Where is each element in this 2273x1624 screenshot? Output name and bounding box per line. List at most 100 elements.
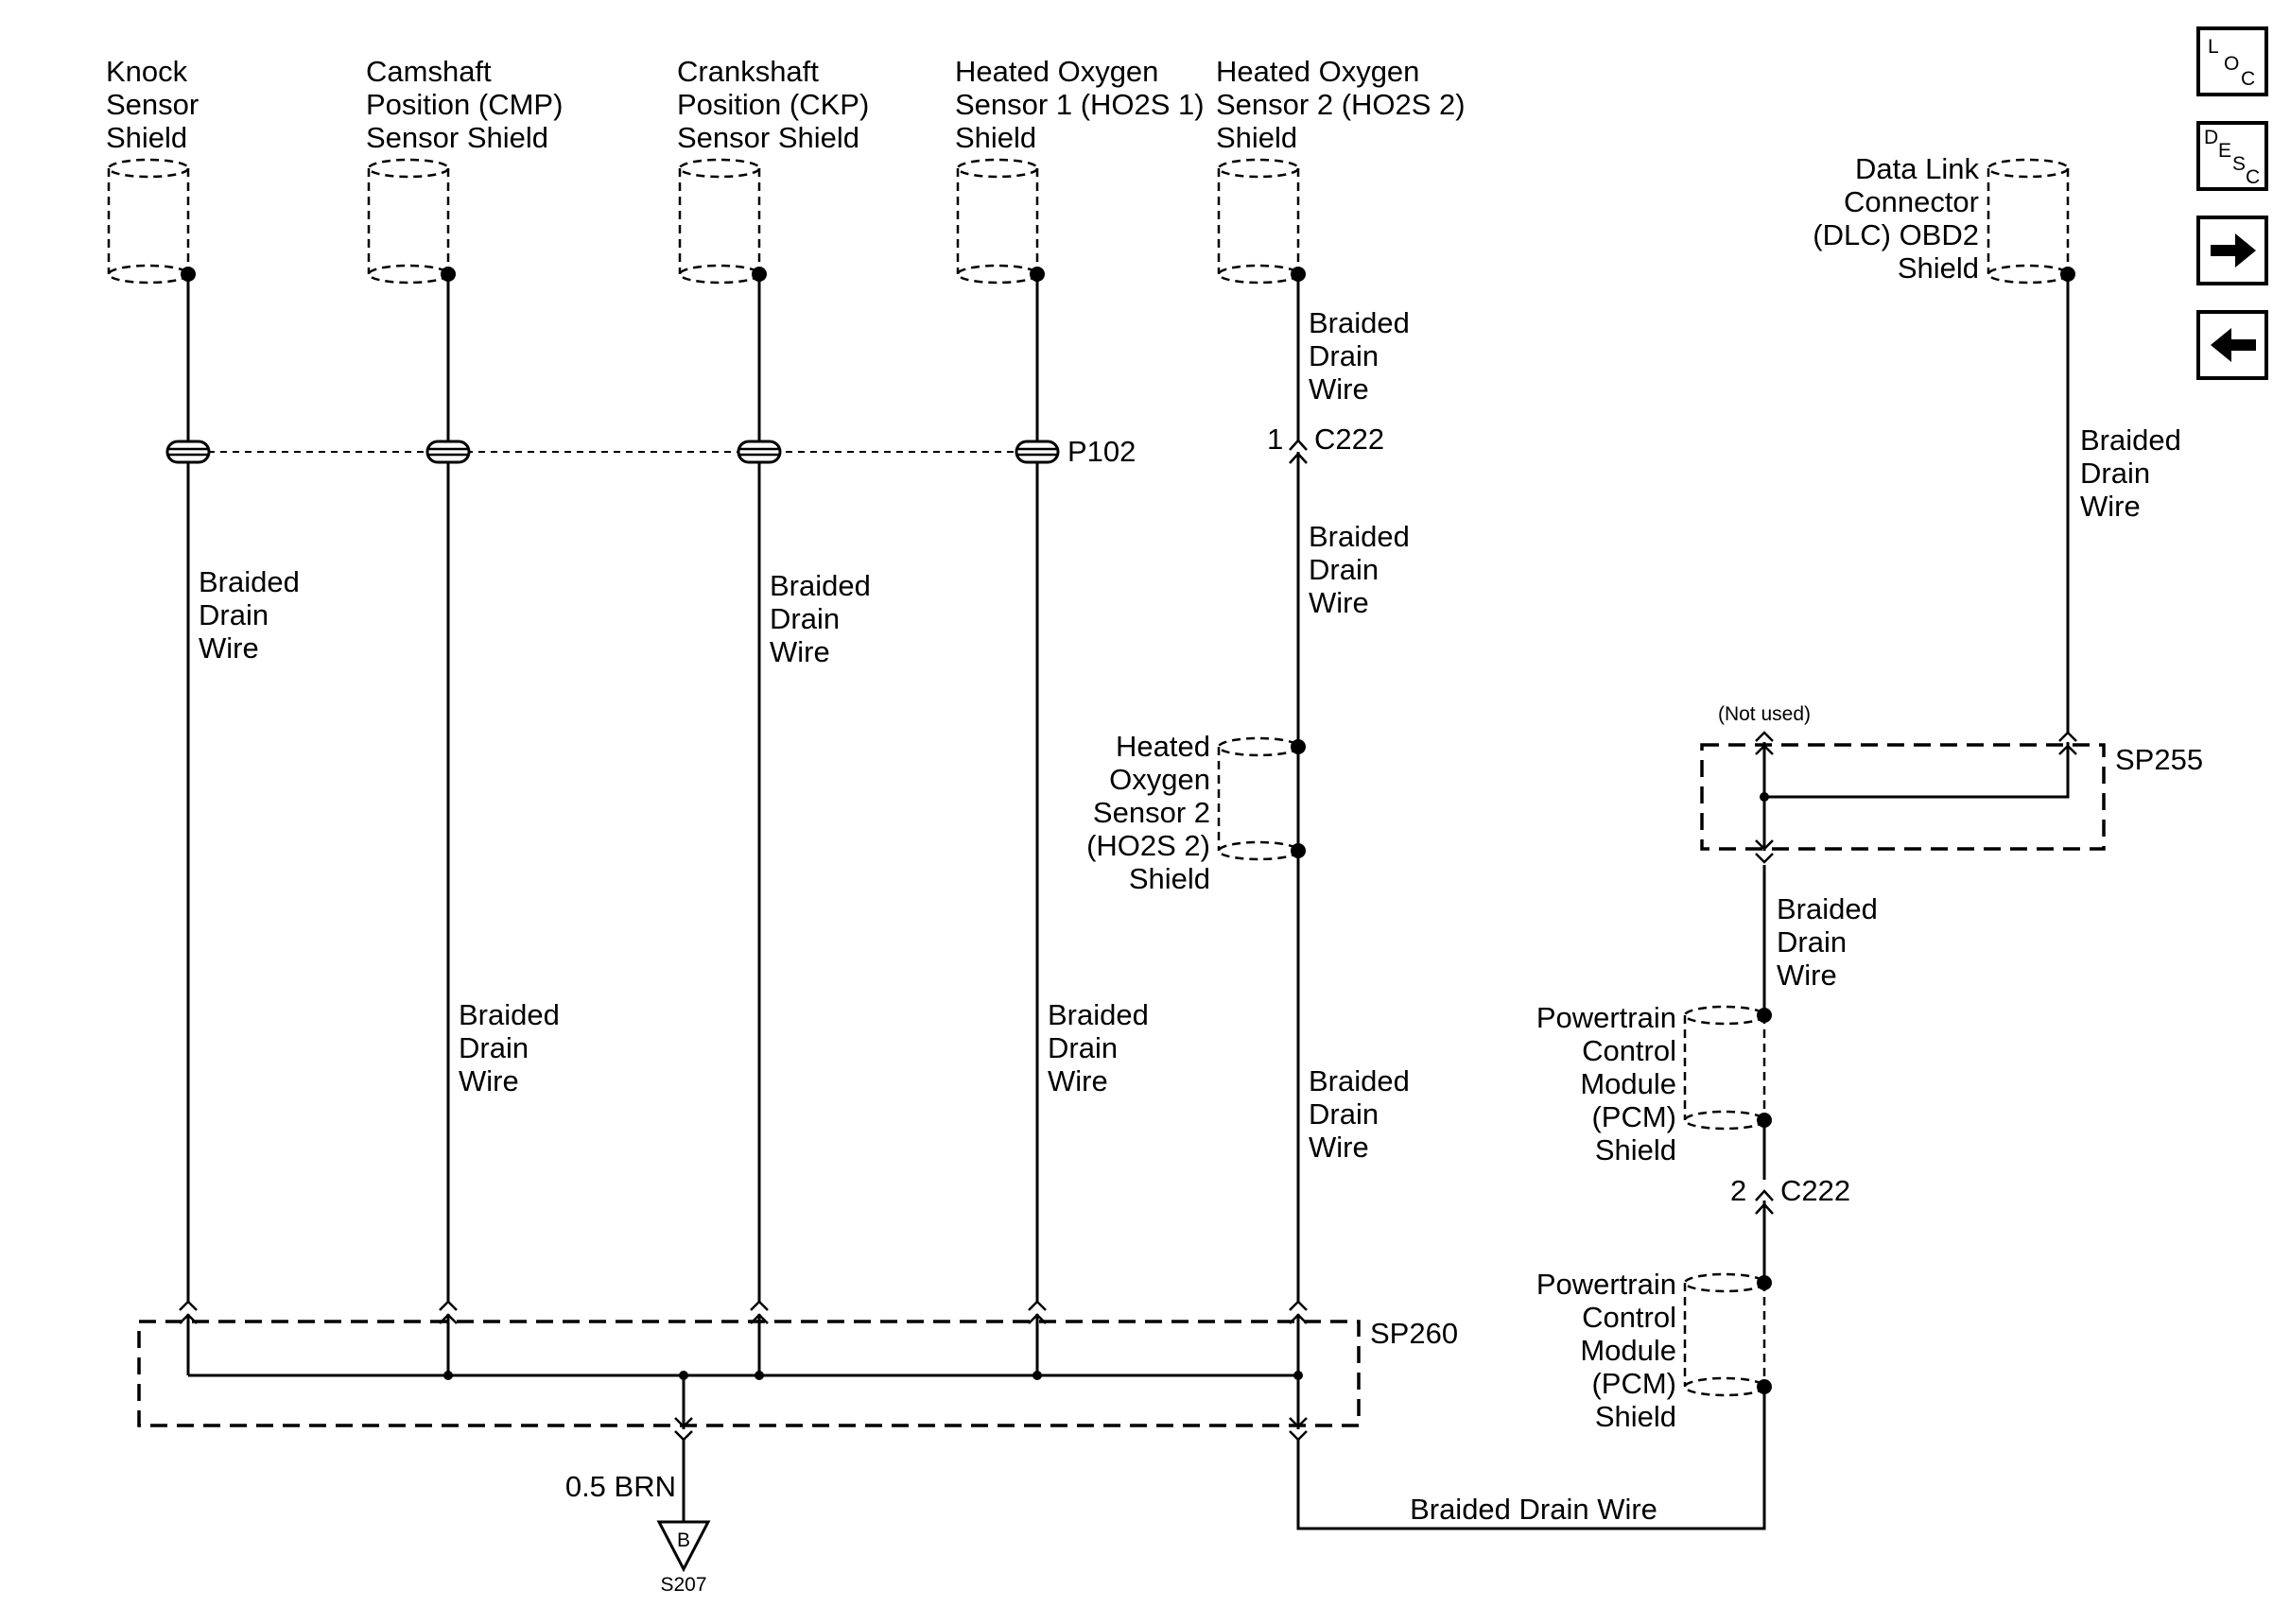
- label-line: Shield: [1129, 862, 1210, 895]
- wire-label: Braided Drain Wire: [1048, 998, 1149, 1097]
- label-line: Heated: [1116, 730, 1210, 763]
- label-line: Wire: [770, 635, 830, 668]
- label-line: Drain: [1048, 1031, 1118, 1064]
- sp260-splice-box: [137, 1320, 1361, 1427]
- label-line: Camshaft: [366, 55, 492, 88]
- label-line: Drain: [199, 598, 269, 631]
- ho2s2-mid-shield-label: Heated Oxygen Sensor 2 (HO2S 2) Shield: [1086, 730, 1210, 895]
- c222-connector-pin-1: [1289, 439, 1308, 464]
- wire-label: Braided Drain Wire: [770, 569, 871, 668]
- terminal-dot: [181, 267, 196, 282]
- label-line: Wire: [1309, 586, 1369, 619]
- label-line: Module: [1580, 1334, 1676, 1367]
- terminal-dot: [1291, 267, 1306, 282]
- bottom-drain-wire: [1296, 1387, 1766, 1530]
- dlc-shield-label: Data Link Connector (DLC) OBD2 Shield: [1813, 152, 1979, 285]
- label-line: Wire: [1777, 959, 1837, 992]
- arrow-right-icon: [2211, 233, 2256, 268]
- label-line: Braided: [459, 998, 560, 1031]
- terminal-dot: [1291, 739, 1306, 754]
- label-line: Drain: [2080, 457, 2150, 490]
- label-line: Shield: [1595, 1400, 1676, 1433]
- desc-letter: S: [2232, 153, 2246, 175]
- ho2s2-top-shield-label: Heated Oxygen Sensor 2 (HO2S 2) Shield: [1216, 55, 1466, 154]
- desc-letter: D: [2204, 127, 2218, 148]
- bottom-wire-label: Braided Drain Wire: [1410, 1493, 1657, 1526]
- label-line: Shield: [1898, 251, 1979, 285]
- sp255-not-used-note: (Not used): [1718, 703, 1811, 725]
- c222-label: C222: [1314, 423, 1384, 456]
- label-line: Module: [1580, 1067, 1676, 1100]
- label-line: Braided: [770, 569, 871, 602]
- label-line: Shield: [1595, 1133, 1676, 1166]
- pcm-lower-shield-label: Powertrain Control Module (PCM) Shield: [1536, 1268, 1676, 1433]
- connector-chevrons: [179, 1300, 1308, 1442]
- inline-connector-symbol: [737, 440, 782, 464]
- terminal-dot: [1291, 843, 1306, 858]
- label-line: Braided: [1309, 1064, 1410, 1097]
- label-line: Connector: [1844, 185, 1979, 218]
- wire-label: Braided Drain Wire: [1309, 520, 1410, 619]
- label-line: Sensor: [106, 88, 199, 121]
- junction-dot: [1760, 792, 1769, 802]
- label-line: (HO2S 2): [1086, 829, 1210, 862]
- ho2s1-shield-label: Heated Oxygen Sensor 1 (HO2S 1) Shield: [955, 55, 1205, 154]
- label-line: Wire: [1309, 1131, 1369, 1164]
- terminal-dot: [1757, 1379, 1772, 1394]
- label-line: Position (CMP): [366, 88, 563, 121]
- junction-dot: [1293, 1371, 1303, 1380]
- label-line: Braided: [1309, 306, 1410, 339]
- label-line: Shield: [106, 121, 187, 154]
- inline-connector-symbol: [425, 440, 471, 464]
- label-line: Sensor Shield: [366, 121, 548, 154]
- loc-button[interactable]: L O C: [2196, 26, 2268, 96]
- shield-symbol: [1683, 1005, 1766, 1131]
- label-line: Braided: [2080, 423, 2181, 457]
- wire-label: Braided Drain Wire: [199, 565, 300, 665]
- label-line: Position (CKP): [677, 88, 869, 121]
- ground-id: S207: [660, 1574, 706, 1596]
- desc-button[interactable]: D E S C: [2196, 121, 2268, 191]
- label-line: Drain: [1309, 553, 1379, 586]
- arrow-left-icon: [2211, 328, 2256, 362]
- shield-symbol: [367, 158, 450, 285]
- forward-button[interactable]: [2196, 216, 2268, 285]
- loc-letter: C: [2241, 68, 2255, 90]
- label-line: Oxygen: [1109, 763, 1210, 796]
- c222-pin-number: 2: [1730, 1174, 1746, 1207]
- label-line: Wire: [2080, 490, 2141, 523]
- junction-dot: [443, 1371, 453, 1380]
- label-line: Sensor Shield: [677, 121, 859, 154]
- label-line: Control: [1582, 1034, 1676, 1067]
- wire-label: Braided Drain Wire: [1309, 1064, 1410, 1164]
- c222-pin-number: 1: [1267, 423, 1283, 456]
- label-line: Wire: [459, 1064, 519, 1097]
- wire-label: Braided Drain Wire: [1777, 892, 1878, 992]
- knock-sensor-shield-label: Knock Sensor Shield: [106, 55, 199, 154]
- back-button[interactable]: [2196, 310, 2268, 380]
- label-line: Knock: [106, 55, 188, 88]
- terminal-dot: [752, 267, 767, 282]
- terminal-dot: [1030, 267, 1045, 282]
- label-line: Drain: [1777, 925, 1847, 959]
- ground-symbol: B: [656, 1520, 711, 1573]
- label-line: Sensor 2: [1093, 796, 1210, 829]
- terminal-dot: [441, 267, 456, 282]
- terminal-dot: [1757, 1113, 1772, 1128]
- shield-symbol: [1217, 736, 1300, 861]
- label-line: Shield: [1216, 121, 1297, 154]
- label-line: Shield: [955, 121, 1036, 154]
- label-line: Wire: [1309, 372, 1369, 406]
- c222-label: C222: [1780, 1174, 1850, 1207]
- c222-connector-pin-2: [1755, 1189, 1774, 1215]
- label-line: Braided: [1309, 520, 1410, 553]
- label-line: Braided: [199, 565, 300, 598]
- label-line: Braided: [1048, 998, 1149, 1031]
- junction-dot: [679, 1371, 688, 1380]
- label-line: Wire: [1048, 1064, 1108, 1097]
- label-line: Powertrain: [1536, 1001, 1676, 1034]
- label-line: Powertrain: [1536, 1268, 1676, 1301]
- inline-connector-symbol: [1015, 440, 1060, 464]
- ground-letter: B: [677, 1529, 690, 1551]
- sp260-label: SP260: [1370, 1317, 1458, 1350]
